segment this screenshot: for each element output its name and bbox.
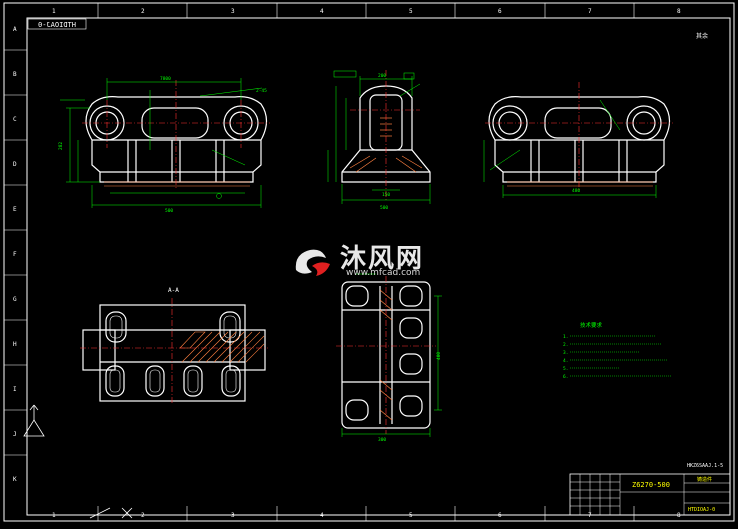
watermark-logo-icon: [295, 249, 330, 276]
note-line: 1.: [563, 334, 568, 340]
note-line: 4.: [563, 358, 568, 364]
top-ruler-label: 1: [52, 8, 56, 15]
svg-text:282: 282: [58, 142, 64, 150]
top-ruler-label: 3: [231, 8, 235, 15]
roughness-note: 其余: [696, 32, 708, 40]
watermark: 沐风网 www.mfcad.com: [290, 238, 450, 288]
bottom-ruler-label: 2: [141, 512, 145, 519]
bottom-ruler-label: 3: [231, 512, 235, 519]
section-hatch: [179, 331, 265, 363]
svg-text:500: 500: [165, 208, 173, 214]
mirrored-title: HTDIOAJ-0: [38, 21, 76, 29]
material-code: HTDIOAJ-0: [688, 507, 715, 513]
bottom-ruler-label: 5: [409, 512, 413, 519]
svg-text:200: 200: [378, 73, 386, 79]
title-block: HKZ6SAAJ.1-5 Z6270-500 铸造件 HTDIOAJ-0: [569, 463, 731, 516]
top-ruler-label: 5: [409, 8, 413, 15]
svg-text:150: 150: [382, 192, 390, 198]
side-ruler-label: G: [13, 296, 17, 303]
side-ruler-label: C: [13, 116, 17, 123]
ucs-axis-icon: [23, 404, 133, 519]
title-block-spec: HKZ6SAAJ.1-5: [687, 463, 723, 469]
side-ruler-label: E: [13, 206, 17, 213]
rear-view: 480: [483, 82, 673, 198]
part-name: 铸造件: [697, 476, 712, 483]
section-view: A-A: [80, 287, 268, 405]
svg-text:500: 500: [380, 205, 388, 211]
bottom-ruler-label: 4: [320, 512, 324, 519]
side-view: 500 200 150: [327, 70, 431, 211]
front-view: 7800 500 282 2-45: [58, 76, 270, 214]
note-line: 6.: [563, 374, 568, 380]
side-ruler-label: A: [13, 26, 17, 33]
bottom-ruler-label: 6: [498, 512, 502, 519]
bottom-ruler-label: 7: [588, 512, 592, 519]
top-ruler-label: 2: [141, 8, 145, 15]
bottom-ruler-label: 1: [52, 512, 56, 519]
side-ruler: [4, 49, 27, 456]
note-line: 5.: [563, 366, 568, 372]
side-ruler-label: H: [13, 341, 17, 348]
svg-text:400: 400: [436, 352, 442, 360]
inner-border: [26, 17, 731, 516]
side-ruler-label: D: [13, 161, 17, 168]
watermark-url: www.mfcad.com: [346, 268, 421, 278]
notes-title: 技术要求: [580, 321, 603, 329]
mirrored-title-box: HTDIOAJ-0: [27, 18, 87, 30]
svg-text:2-45: 2-45: [256, 88, 267, 94]
svg-text:480: 480: [572, 188, 580, 194]
side-ruler-label: K: [13, 476, 17, 483]
top-ruler-label: 4: [320, 8, 324, 15]
svg-text:300: 300: [378, 437, 386, 443]
side-ruler-label: I: [13, 386, 17, 393]
top-ruler-label: 8: [677, 8, 681, 15]
top-ruler-label: 7: [588, 8, 592, 15]
drawing-number: Z6270-500: [632, 481, 670, 489]
note-line: 3.: [563, 350, 568, 356]
bottom-ruler-label: 8: [677, 512, 681, 519]
watermark-text: 沐风网: [340, 244, 425, 274]
technical-notes: 技术要求 1. 2. 3. 4. 5. 6.: [563, 321, 672, 380]
section-label: A-A: [168, 287, 179, 294]
side-ruler-label: F: [13, 251, 17, 258]
top-ruler: [97, 3, 635, 521]
side-ruler-label: B: [13, 71, 17, 78]
top-ruler-label: 6: [498, 8, 502, 15]
top-view: 300 400: [336, 273, 442, 443]
outer-border: [3, 2, 735, 522]
svg-text:7800: 7800: [160, 76, 171, 82]
note-line: 2.: [563, 342, 568, 348]
side-ruler-label: J: [13, 431, 17, 438]
